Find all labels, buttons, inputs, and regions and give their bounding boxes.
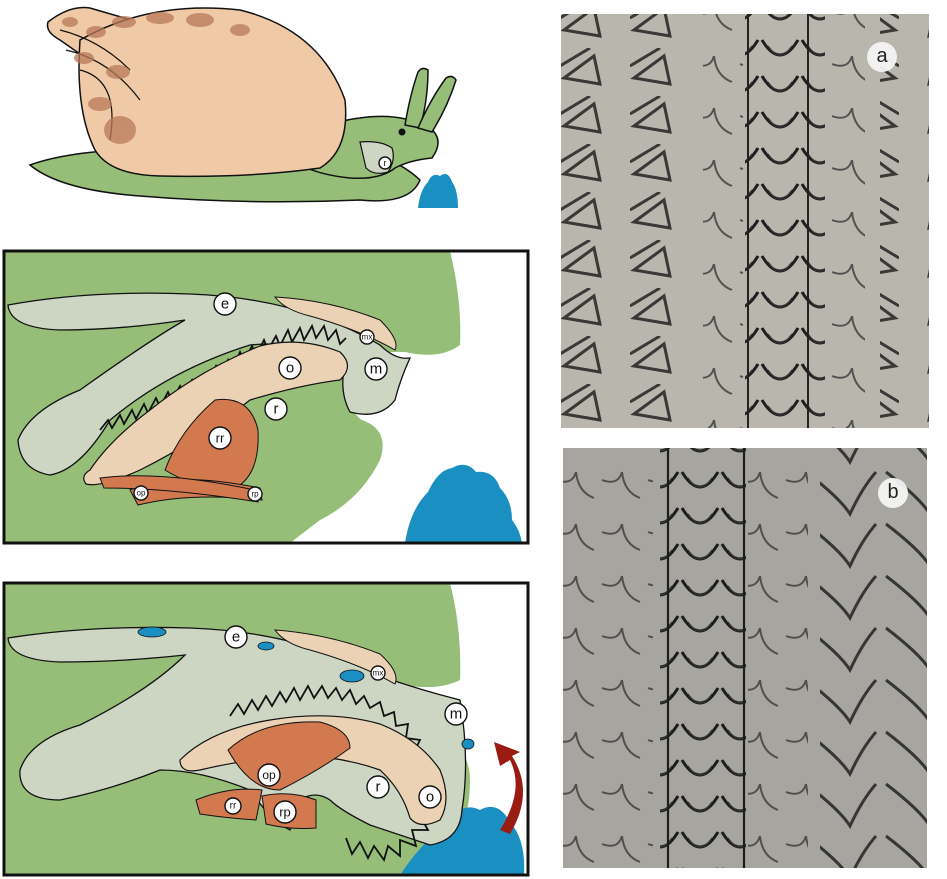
panel1-food — [405, 464, 522, 543]
panel1-label-r: r — [274, 401, 279, 418]
panel2-labels: e mx m op rr rp r o — [224, 625, 468, 824]
micrograph-b-label: b — [887, 481, 898, 503]
panel-resting: e mx o m r rr op rp — [2, 249, 530, 545]
micrograph-b: b — [563, 448, 927, 868]
panel1-mandible — [273, 296, 397, 351]
panel-feeding: e mx m op rr rp r o — [2, 581, 530, 877]
panel2-label-m: m — [450, 706, 463, 723]
micrograph-a-label: a — [876, 45, 888, 67]
panel1-labels: e mx o m r rr op rp — [133, 292, 388, 502]
panel2-food-particles — [137, 626, 475, 750]
micrograph-a: a — [561, 14, 929, 428]
panel1-label-o: o — [286, 360, 294, 377]
panel1-label-mx: mx — [362, 333, 373, 342]
snail-tentacle-right — [416, 75, 457, 133]
panel2-food — [400, 806, 525, 875]
snail-radula-label-circle — [378, 156, 392, 170]
panel2-label-rp: rp — [279, 805, 291, 820]
panel2-label-e: e — [232, 629, 240, 646]
panel2-label-r: r — [376, 779, 381, 796]
panel1-label-e: e — [221, 296, 229, 313]
shell-spots — [62, 12, 250, 144]
snail-radula-label: r — [384, 158, 387, 168]
panel2-label-rr: rr — [230, 801, 237, 812]
snail-illustration: r — [28, 6, 458, 208]
panel2-label-o: o — [426, 789, 434, 806]
panel1-label-op: op — [137, 489, 146, 498]
snail-eye — [398, 128, 406, 136]
panel2-mandible — [273, 629, 397, 685]
panel1-label-m: m — [370, 361, 383, 378]
panel1-label-rp: rp — [251, 490, 259, 499]
snail-food — [418, 174, 458, 208]
curved-arrow-icon — [494, 742, 524, 834]
panel2-label-op: op — [262, 768, 276, 782]
snail-tentacle-left — [404, 67, 429, 129]
panel2-label-mx: mx — [373, 669, 384, 678]
panel2-radula-teeth — [229, 684, 438, 863]
snail-shell — [78, 7, 347, 178]
panel1-label-rr: rr — [216, 431, 225, 446]
